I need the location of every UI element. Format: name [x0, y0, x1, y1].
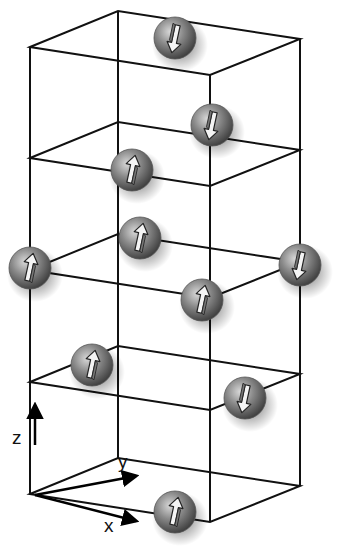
spin-sphere	[117, 217, 173, 272]
spin-sphere	[69, 344, 125, 399]
spin-sphere	[109, 149, 165, 204]
spin-sphere	[152, 491, 208, 546]
axes	[35, 405, 136, 521]
spin-sphere	[7, 247, 63, 302]
spins	[7, 17, 333, 546]
spin-sphere	[277, 244, 333, 299]
lattice-edge	[117, 11, 119, 458]
lattice-plane	[30, 122, 300, 186]
spin-sphere	[152, 17, 208, 72]
cell-frame	[30, 11, 300, 522]
spin-sphere	[189, 104, 245, 159]
y-axis	[35, 476, 136, 495]
spin-sphere	[222, 377, 278, 432]
lattice-plane	[30, 11, 300, 75]
x-axis	[35, 495, 136, 521]
axis-label: z	[12, 428, 22, 447]
axis-label: x	[104, 516, 114, 535]
axis-label: y	[118, 452, 128, 471]
z-axis	[34, 405, 37, 445]
spin-sphere	[179, 279, 235, 334]
